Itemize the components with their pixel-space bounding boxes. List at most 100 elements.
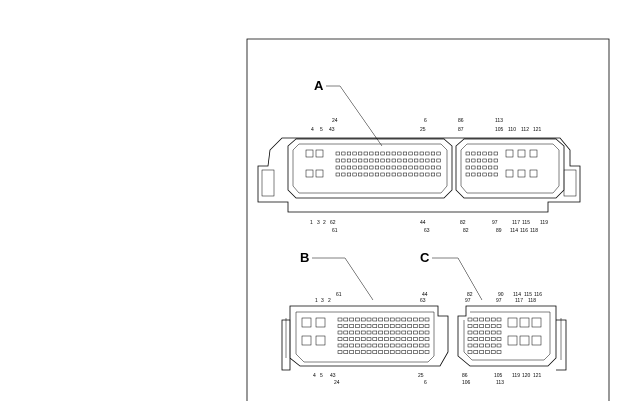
pin-label: 112 [521, 127, 529, 133]
pin-cavity [363, 172, 368, 177]
large-pin-cavity [529, 169, 538, 178]
pin-cavity [395, 330, 401, 335]
pin-cavity [366, 350, 372, 354]
pin-cavity [358, 172, 363, 177]
pin-label: 114 [510, 228, 518, 234]
pin-cavity [395, 317, 401, 322]
pin-cavity [467, 330, 473, 335]
pin-cavity [341, 158, 346, 163]
pin-label: 105 [494, 373, 503, 379]
pin-label: 4 [311, 127, 314, 133]
pin-label: 43 [329, 127, 335, 133]
large-pin-cavity [507, 335, 518, 346]
pin-cavity [355, 317, 360, 322]
pin-cavity [467, 324, 473, 328]
pin-cavity [391, 172, 396, 177]
pin-cavity [389, 317, 395, 322]
pin-cavity [407, 350, 412, 354]
pin-label: 87 [458, 127, 464, 133]
pin-cavity [391, 151, 396, 156]
pin-cavity [424, 324, 430, 328]
pin-cavity [488, 172, 493, 177]
pin-cavity [436, 158, 441, 163]
pin-cavity [414, 172, 419, 177]
pin-cavity [397, 165, 402, 170]
pin-cavity [366, 337, 372, 341]
pin-cavity [414, 158, 419, 163]
pin-cavity [425, 151, 430, 156]
pin-cavity [349, 343, 354, 348]
connector-a-label: A [314, 78, 324, 93]
pin-cavity [395, 337, 401, 341]
pin-cavity [471, 172, 476, 177]
pin-cavity [473, 343, 479, 348]
connector-c-label: C [420, 250, 430, 265]
large-pin-cavity [519, 335, 530, 346]
pin-cavity [378, 330, 383, 335]
pin-cavity [397, 151, 402, 156]
pin-cavity [366, 317, 372, 322]
pin-cavity [355, 330, 360, 335]
pin-cavity [407, 324, 412, 328]
pin-cavity [471, 165, 476, 170]
pin-cavity [401, 317, 407, 322]
pin-cavity [419, 172, 424, 177]
large-pin-cavity [315, 149, 324, 158]
pin-label: 1 [310, 220, 313, 226]
pin-cavity [402, 165, 407, 170]
pin-cavity [386, 151, 391, 156]
pin-cavity [493, 151, 498, 156]
pin-cavity [413, 324, 418, 328]
pin-cavity [343, 330, 349, 335]
pin-cavity [482, 172, 487, 177]
pin-cavity [358, 151, 363, 156]
pin-cavity [341, 165, 346, 170]
pin-cavity [479, 330, 484, 335]
pin-cavity [418, 330, 424, 335]
pin-cavity [397, 172, 402, 177]
pin-cavity [485, 350, 490, 354]
pin-cavity [335, 165, 340, 170]
pin-cavity [372, 324, 378, 328]
pin-cavity [413, 317, 418, 322]
pin-cavity [471, 151, 476, 156]
pin-cavity [493, 172, 498, 177]
pin-cavity [374, 158, 379, 163]
pin-label: 118 [530, 228, 538, 234]
connector-b-housing [281, 305, 449, 371]
pin-cavity [360, 330, 366, 335]
pin-cavity [386, 158, 391, 163]
pin-cavity [380, 165, 385, 170]
pin-cavity [386, 165, 391, 170]
pin-label: 116 [534, 292, 542, 298]
pin-cavity [496, 317, 502, 322]
pin-cavity [490, 324, 496, 328]
pin-cavity [476, 151, 481, 156]
pin-label: 2 [323, 220, 326, 226]
pin-cavity [485, 343, 490, 348]
pin-cavity [349, 337, 354, 341]
large-pin-cavity [505, 169, 514, 178]
pin-label: 62 [330, 220, 336, 226]
pin-cavity [355, 324, 360, 328]
pin-cavity [384, 350, 389, 354]
pin-cavity [391, 165, 396, 170]
pin-cavity [479, 317, 484, 322]
pin-cavity [401, 337, 407, 341]
pin-cavity [485, 337, 490, 341]
pin-cavity [425, 172, 430, 177]
pin-cavity [424, 350, 430, 354]
pin-cavity [418, 324, 424, 328]
pin-cavity [402, 158, 407, 163]
pin-label: 5 [320, 373, 323, 379]
pin-label: 82 [467, 292, 473, 298]
large-pin-cavity [529, 149, 538, 158]
pin-cavity [407, 317, 412, 322]
large-pin-cavity [531, 335, 542, 346]
pin-cavity [372, 350, 378, 354]
pin-cavity [419, 158, 424, 163]
pin-label: 86 [462, 373, 468, 379]
pin-cavity [360, 337, 366, 341]
pin-cavity [407, 337, 412, 341]
